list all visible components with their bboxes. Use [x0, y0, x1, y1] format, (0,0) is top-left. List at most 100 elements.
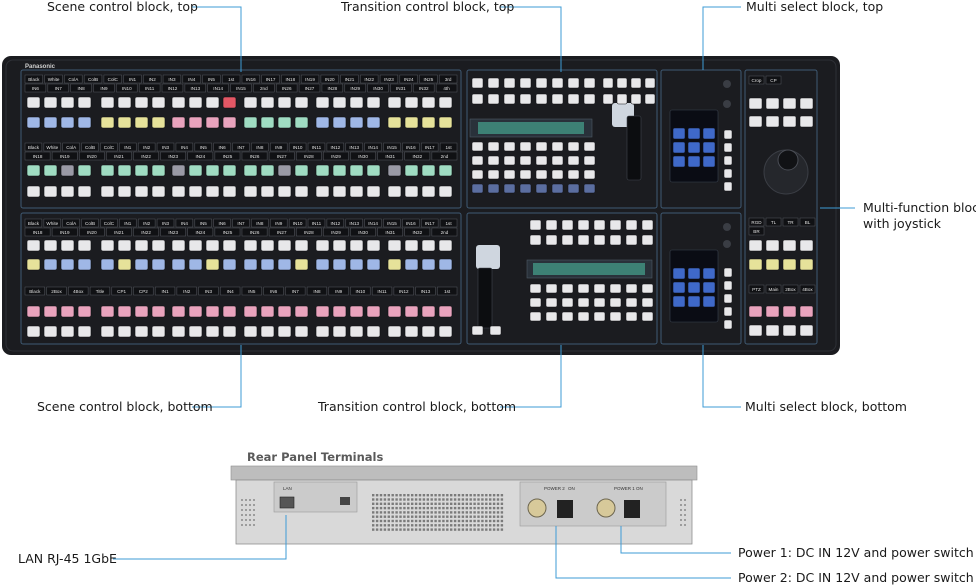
- rear-vent-hole: [492, 528, 496, 531]
- rear-vent-hole: [469, 528, 472, 531]
- mf-top-label-box-1: [765, 75, 782, 85]
- scene-top-btn-r3-16: [315, 164, 330, 177]
- rear-vent-hole: [500, 506, 504, 510]
- scene-top-label-r1-box-16: [340, 74, 359, 84]
- scene-top-btn-r4-18: [349, 185, 364, 198]
- scene-top-label-r3-box-19: [383, 142, 401, 152]
- rear-vent-hole: [492, 511, 496, 514]
- scene-bottom-label-r3-box-2: [68, 286, 89, 296]
- mf-top-keys-1-2: [782, 115, 797, 128]
- scene-top-btn-r3-10: [205, 164, 220, 177]
- trans-bottom-keys-0-0: [529, 219, 542, 231]
- scene-bottom-btn-r1-5: [117, 239, 132, 252]
- rear-vent-hole: [387, 524, 390, 527]
- rear-vent-hole: [414, 494, 418, 497]
- rear-vent-hole: [469, 506, 472, 510]
- trans-top-display-glow: [478, 122, 584, 134]
- rear-vent-right: [680, 514, 682, 516]
- scene-bottom-label-r2-box-3: [106, 227, 132, 237]
- scene-top-btn-r2-11: [222, 116, 237, 129]
- scene-bottom-btn-r4-16: [315, 325, 330, 338]
- scene-bottom-label-r3-text-3: Title: [96, 289, 105, 294]
- scene-bottom-label-r1-text-7: IN3: [162, 221, 170, 226]
- rear-vent-hole: [481, 515, 484, 518]
- scene-top-btn-r4-11: [222, 185, 237, 198]
- rear-vent-hole: [434, 511, 437, 514]
- mf-mid1-label-box-3: [799, 217, 816, 227]
- scene-bottom-btn-r4-13: [260, 325, 275, 338]
- rear-vent-left: [241, 499, 243, 501]
- scene-top-btn-r3-9: [188, 164, 203, 177]
- callout-multi-top: Multi select block, top: [746, 0, 884, 14]
- scene-top-label-r4-text-9: IN27: [277, 154, 287, 159]
- trans-top-right-keys-1-3: [644, 93, 656, 105]
- rear-vent-hole: [411, 511, 414, 514]
- scene-top-btn-r1-18: [349, 96, 364, 109]
- scene-top-btn-r1-10: [205, 96, 220, 109]
- scene-bottom-btn-r1-11: [222, 239, 237, 252]
- scene-top-label-r4-box-13: [377, 151, 403, 161]
- rear-vent-hole: [446, 502, 449, 505]
- rear-vent-hole: [418, 502, 422, 505]
- scene-bottom-label-r1-box-15: [307, 218, 326, 228]
- scene-top-label-r2-text-6: IN12: [168, 86, 178, 91]
- rear-vent-hole: [434, 515, 437, 518]
- scene-top-label-r4-text-10: IN28: [304, 154, 314, 159]
- rear-vent-hole: [418, 528, 422, 531]
- mf-bottom-label-box-0: [748, 284, 765, 294]
- scene-bottom-btn-r3-17: [332, 305, 347, 318]
- scene-top-label-r2-text-10: 2nd: [260, 86, 268, 91]
- rear-vent-hole: [422, 519, 426, 523]
- rear-vent-hole: [418, 494, 422, 497]
- rear-vent-hole: [477, 515, 480, 518]
- rear-vent-hole: [418, 524, 422, 527]
- rear-vent-hole: [399, 515, 402, 518]
- scene-top-btn-r3-6: [134, 164, 149, 177]
- mf-top-keys-0-1: [765, 97, 780, 110]
- rear-vent-hole: [411, 498, 414, 501]
- scene-top-btn-r3-22: [421, 164, 436, 177]
- rear-vent-hole: [411, 524, 414, 527]
- trans-top-keys2-1-4: [535, 155, 548, 166]
- trans-bottom-keys2-1-6: [625, 297, 638, 308]
- scene-bottom-btn-r4-10: [205, 325, 220, 338]
- scene-bottom-label-r2-text-6: IN24: [195, 230, 205, 235]
- rear-vent-hole: [430, 498, 433, 501]
- scene-top-label-r3-text-2: ColA: [66, 145, 77, 150]
- line-multi-top: [702, 6, 741, 70]
- mf-mid1-label-box-2: [782, 217, 799, 227]
- multi-bottom-knob-2: [723, 240, 731, 248]
- scene-top-btn-r4-22: [421, 185, 436, 198]
- rear-vent-hole: [485, 506, 488, 510]
- scene-top-label-r2-text-0: IN6: [32, 86, 40, 91]
- scene-bottom-btn-r4-1: [43, 325, 58, 338]
- rear-vent-hole: [379, 511, 383, 514]
- rear-vent-hole: [391, 511, 394, 514]
- mf-mid1-label-text-0: RGD: [751, 220, 762, 225]
- scene-bottom-label-r3-box-12: [285, 286, 306, 296]
- scene-top-btn-r1-11: [222, 96, 237, 109]
- mf-mid2-label-box-0: [748, 226, 765, 236]
- scene-top-label-r2-box-17: [413, 83, 435, 93]
- rear-vent-hole: [438, 524, 441, 527]
- rear-vent-hole: [453, 528, 457, 531]
- scene-top-label-r1-text-9: IN5: [208, 77, 216, 82]
- trans-bottom-keys-0-5: [609, 219, 622, 231]
- rear-vent-hole: [438, 519, 441, 523]
- scene-top-label-r2-text-13: IN28: [328, 86, 338, 91]
- rear-vent-hole: [426, 506, 429, 510]
- scene-bottom-label-r3-text-12: IN7: [292, 289, 300, 294]
- scene-top-label-r2-text-9: IN15: [236, 86, 246, 91]
- mf-mid-keys2-0-0: [748, 258, 763, 271]
- scene-bottom-label-r2-box-10: [296, 227, 322, 237]
- scene-bottom-btn-r2-22: [421, 258, 436, 271]
- rear-vent-hole: [414, 502, 418, 505]
- scene-top-label-r3-text-13: IN9: [275, 145, 283, 150]
- scene-top-btn-r4-15: [294, 185, 309, 198]
- scene-top-btn-r3-4: [100, 164, 115, 177]
- scene-top-label-r1-box-18: [379, 74, 399, 84]
- scene-bottom-label-r1-box-16: [326, 218, 345, 228]
- rear-vent-hole: [465, 515, 468, 518]
- trans-top-right-keys-1-0: [602, 93, 614, 105]
